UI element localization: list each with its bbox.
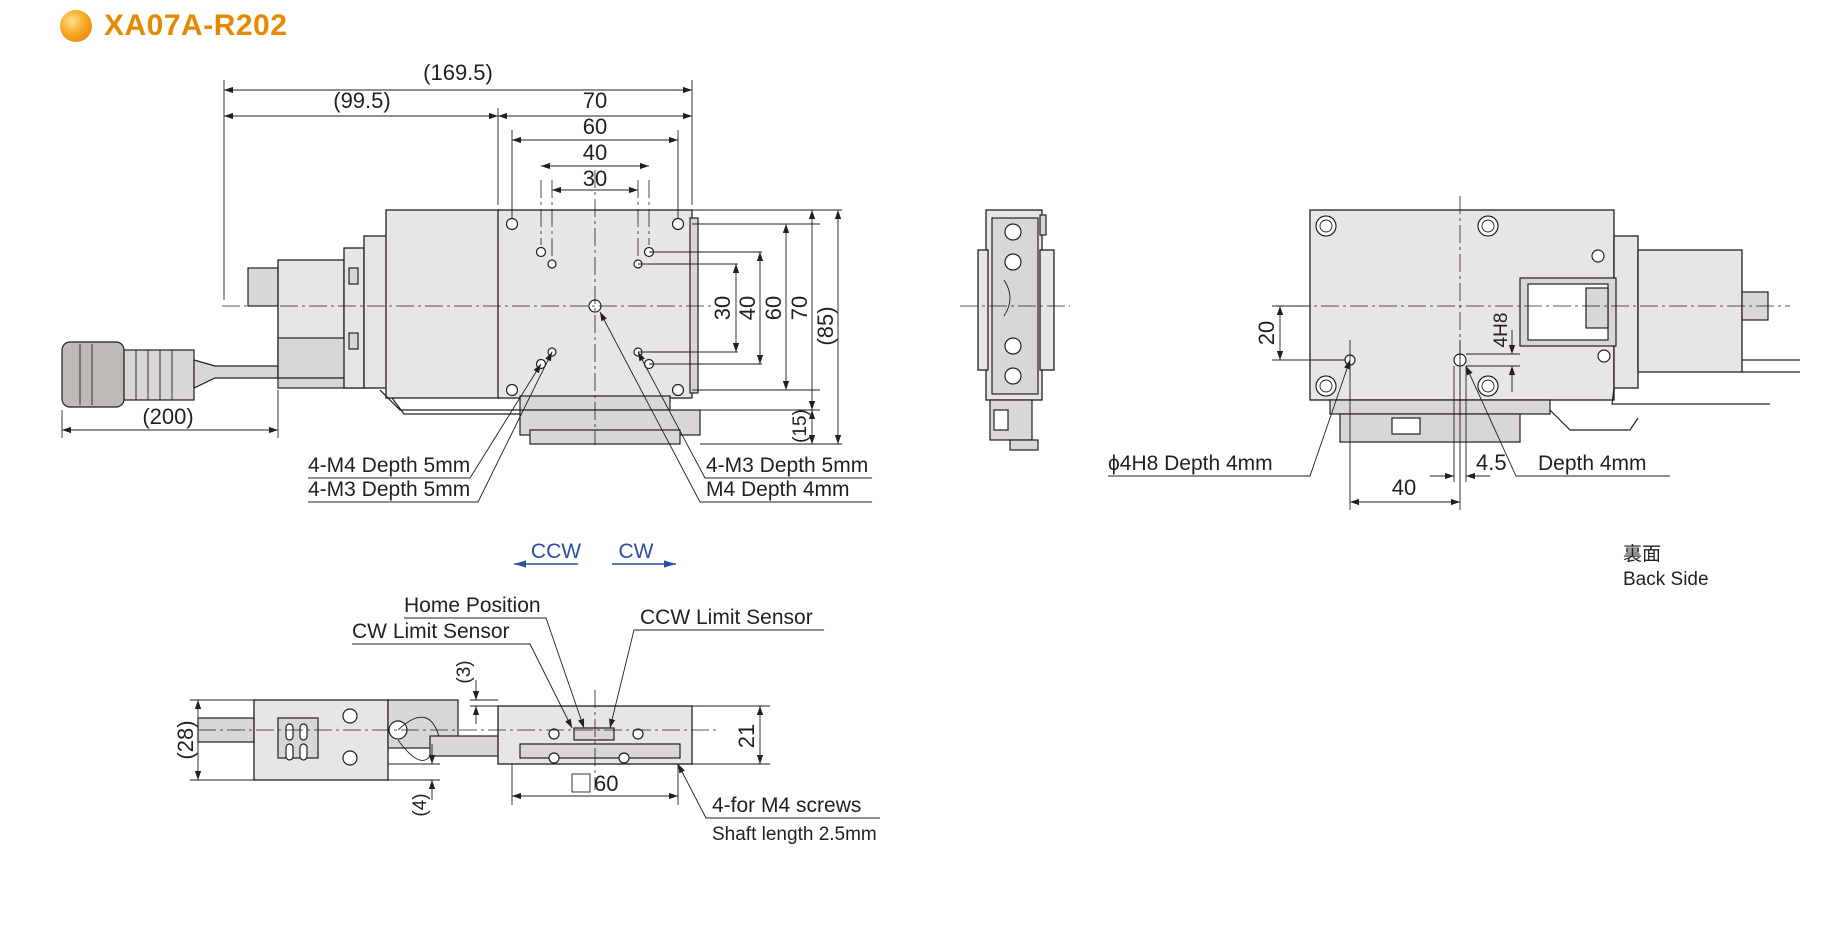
callout-m4-depth5: 4-M4 Depth 5mm xyxy=(308,454,470,477)
dim-4h8: 4H8 xyxy=(1491,313,1512,348)
dim-h70: 70 xyxy=(787,296,812,320)
bottom-view: (28) 21 (3) (4) 60 Home Position CW Limi… xyxy=(173,594,880,845)
callout-phi-4h8: ϕ4H8 Depth 4mm xyxy=(1108,452,1273,475)
bullet-icon xyxy=(60,10,92,42)
caption-jp: 裏面 xyxy=(1623,543,1661,565)
cable xyxy=(61,341,279,408)
callout-m3-depth5-right: 4-M3 Depth 5mm xyxy=(706,454,868,477)
stage-body-left xyxy=(385,209,501,399)
callout-ccw-limit: CCW Limit Sensor xyxy=(640,606,813,629)
dim-h85: (85) xyxy=(813,306,838,345)
dim-overall: (169.5) xyxy=(423,60,493,85)
title-row: XA07A-R202 xyxy=(60,6,287,46)
dim-h21: 21 xyxy=(734,724,759,748)
dim-h15: (15) xyxy=(790,409,811,443)
callout-home-position: Home Position xyxy=(404,594,541,617)
dim-w30: 30 xyxy=(583,166,607,191)
dim-h4: (4) xyxy=(410,793,431,816)
dim-motor-side: (99.5) xyxy=(333,88,390,113)
back-view: 20 4H8 40 4.5 ϕ4H8 Depth 4mm Depth 4mm 裏… xyxy=(1108,196,1800,590)
back-holes xyxy=(1315,215,1611,397)
dim-sq60: 60 xyxy=(594,771,618,796)
front-view: (169.5) (99.5) 70 60 40 30 30 40 60 70 (… xyxy=(61,60,872,568)
callout-m4-depth4: M4 Depth 4mm xyxy=(706,478,850,501)
caption-back-side: Back Side xyxy=(1623,569,1709,590)
dim-h20: 20 xyxy=(1254,321,1279,345)
dim-h28: (28) xyxy=(173,720,198,759)
dim-cable: (200) xyxy=(142,404,193,429)
dim-w40: 40 xyxy=(583,140,607,165)
callout-depth-4mm: Depth 4mm xyxy=(1538,452,1647,475)
callout-m4-screws: 4-for M4 screws xyxy=(712,794,861,817)
dim-w40-back: 40 xyxy=(1392,475,1416,500)
direction-cw: CW xyxy=(619,540,654,563)
dim-h40: 40 xyxy=(735,296,760,320)
dim-w45: 4.5 xyxy=(1476,450,1507,475)
side-view xyxy=(960,209,1070,451)
page-title: XA07A-R202 xyxy=(104,9,288,42)
dim-h30: 30 xyxy=(710,296,735,320)
dim-w60: 60 xyxy=(583,114,607,139)
direction-ccw: CCW xyxy=(531,540,581,563)
callout-cw-limit: CW Limit Sensor xyxy=(352,620,510,643)
back-motor xyxy=(1637,249,1743,373)
callout-m3-depth5-left: 4-M3 Depth 5mm xyxy=(308,478,470,501)
dim-h3: (3) xyxy=(454,660,475,683)
dim-w70: 70 xyxy=(583,88,607,113)
dim-h60: 60 xyxy=(761,296,786,320)
motor-shaft-end xyxy=(247,267,279,307)
square-symbol-icon xyxy=(571,773,591,793)
callout-shaft-length: Shaft length 2.5mm xyxy=(712,824,877,845)
bottom-motor xyxy=(253,699,389,781)
